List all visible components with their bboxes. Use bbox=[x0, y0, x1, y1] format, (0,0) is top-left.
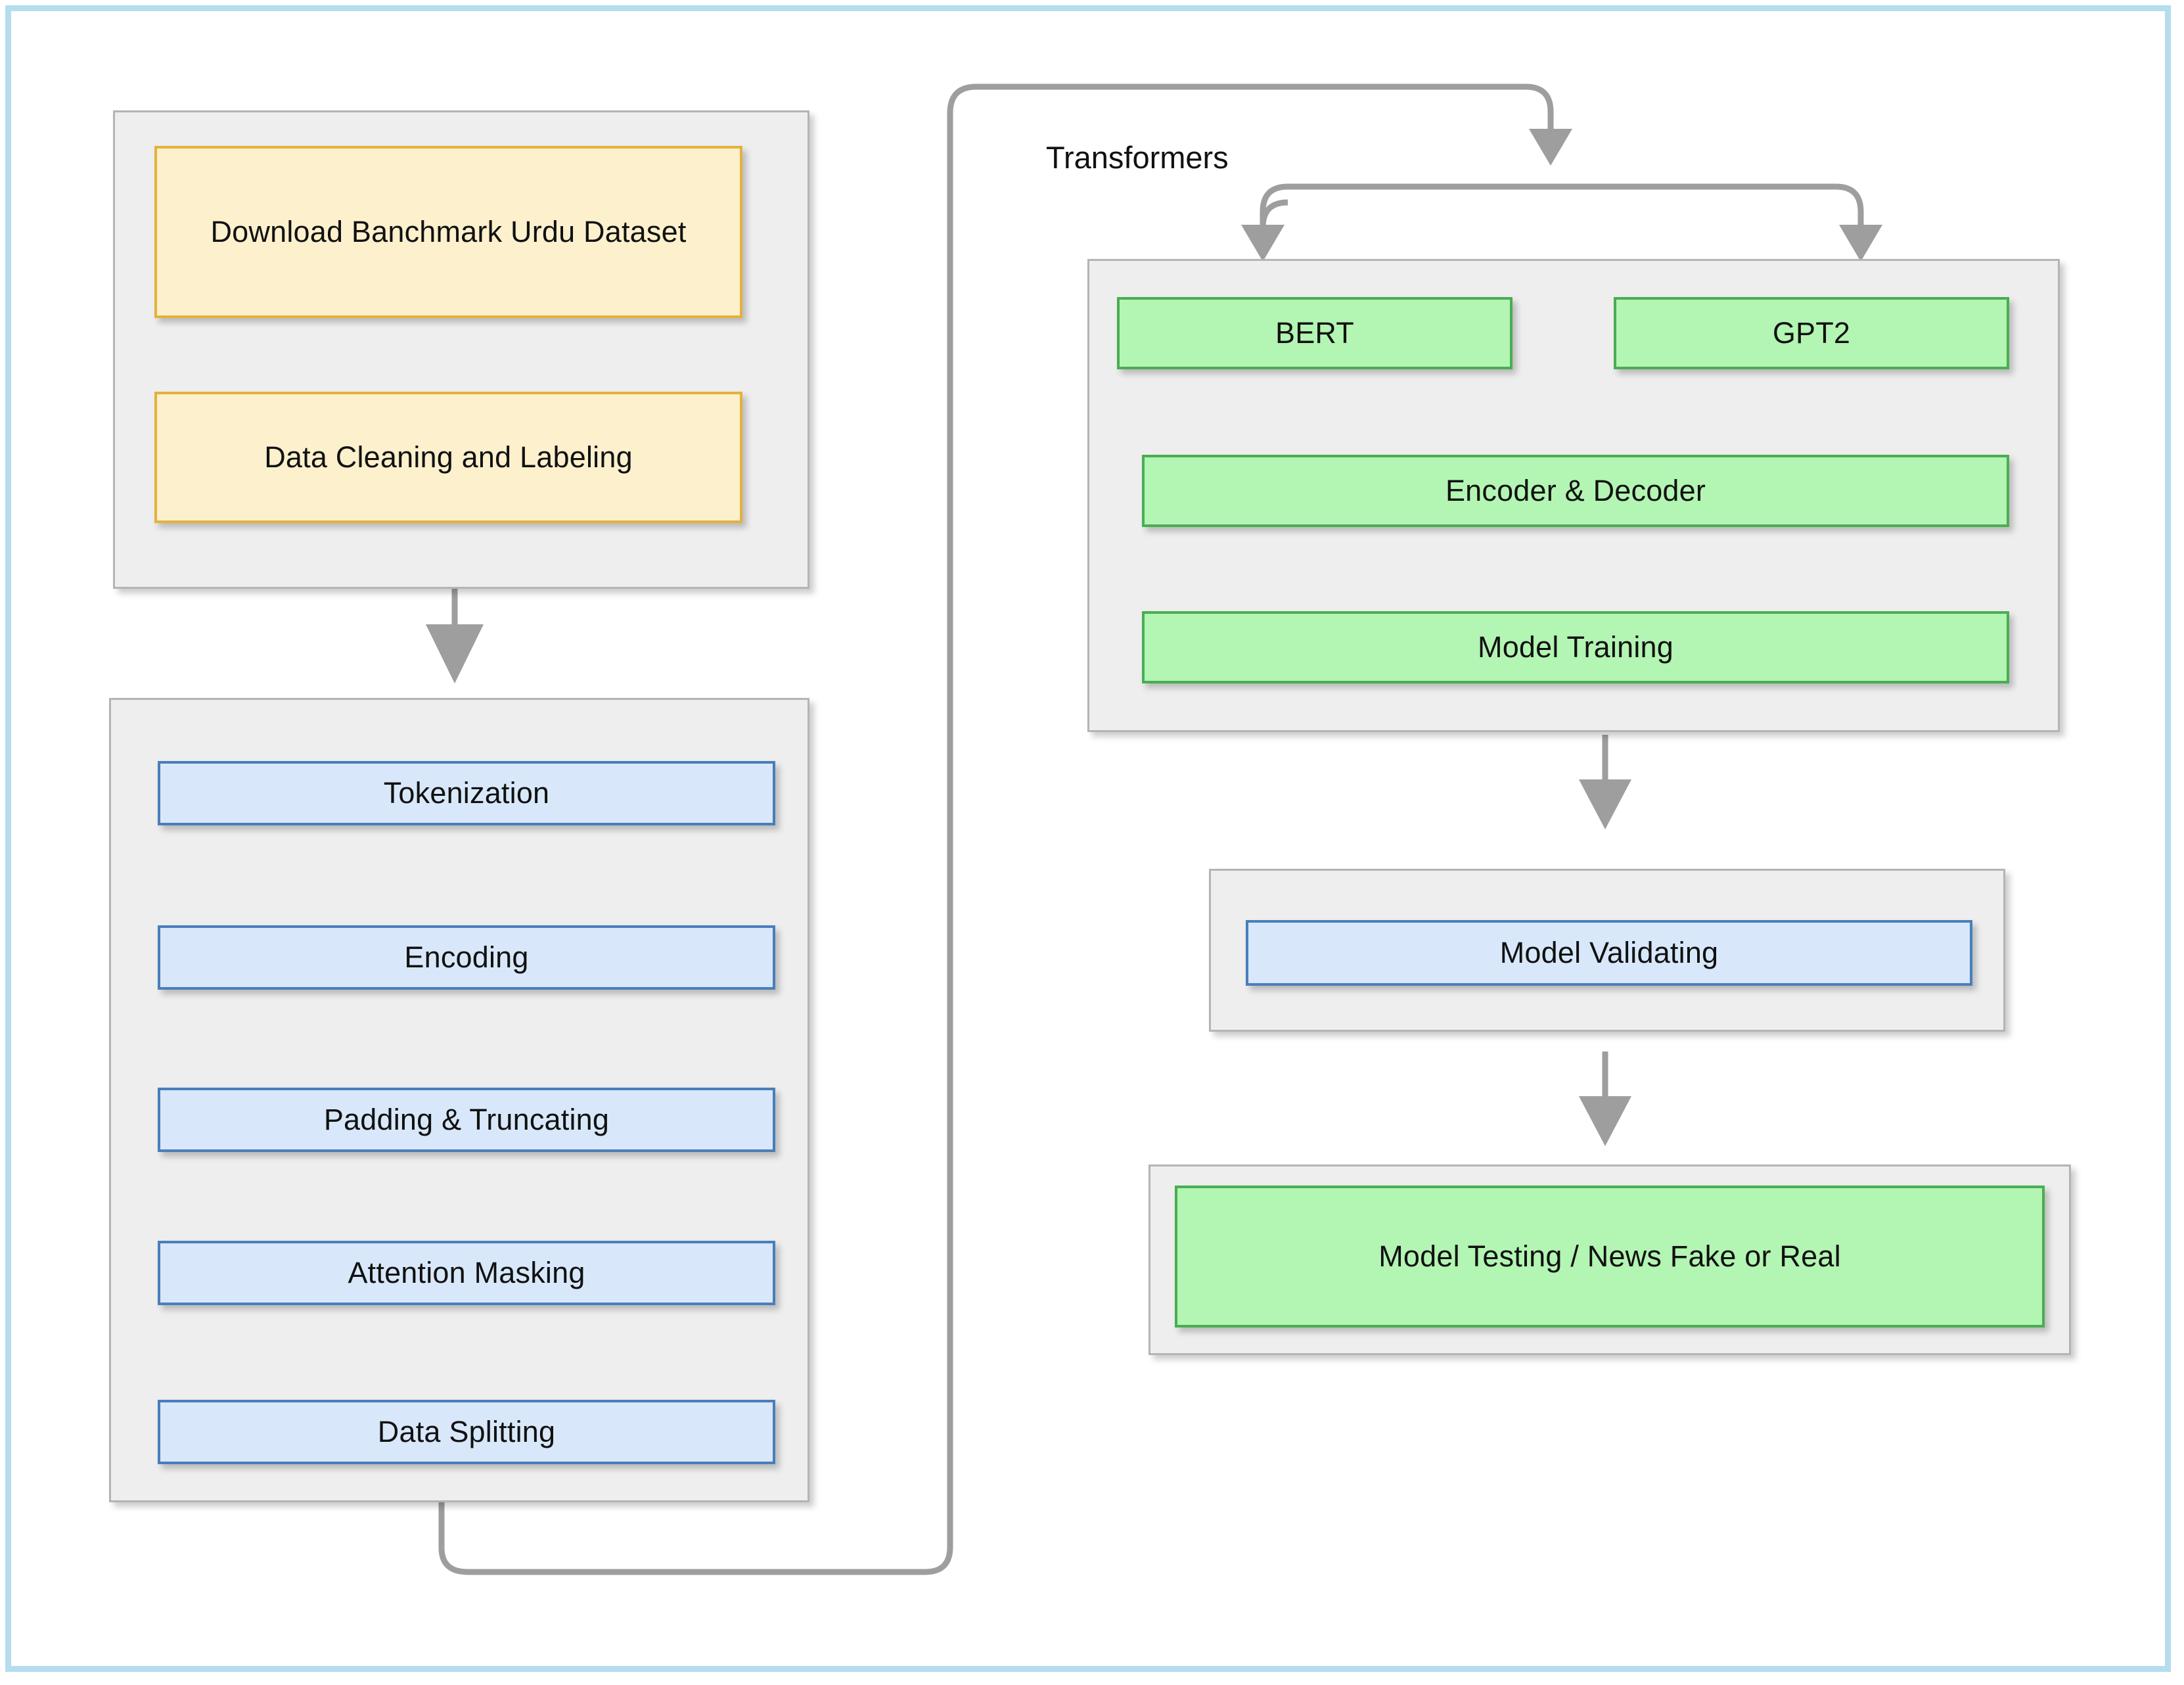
node-label: Padding & Truncating bbox=[323, 1103, 610, 1137]
node-encoding[interactable]: Encoding bbox=[158, 925, 775, 990]
node-label: Data Splitting bbox=[377, 1415, 556, 1449]
node-model-validating[interactable]: Model Validating bbox=[1246, 920, 1972, 986]
transformers-label-text: Transformers bbox=[1046, 140, 1229, 175]
node-label: Encoder & Decoder bbox=[1445, 474, 1706, 508]
node-padding-truncating[interactable]: Padding & Truncating bbox=[158, 1088, 775, 1152]
node-label: Tokenization bbox=[383, 776, 550, 810]
node-download-dataset[interactable]: Download Banchmark Urdu Dataset bbox=[154, 146, 742, 318]
node-model-testing[interactable]: Model Testing / News Fake or Real bbox=[1175, 1186, 2045, 1327]
node-data-splitting[interactable]: Data Splitting bbox=[158, 1400, 775, 1464]
node-label: Model Training bbox=[1478, 630, 1673, 664]
node-attention-masking[interactable]: Attention Masking bbox=[158, 1241, 775, 1305]
node-label: Model Validating bbox=[1499, 936, 1719, 970]
node-model-training[interactable]: Model Training bbox=[1142, 611, 2009, 683]
node-tokenization[interactable]: Tokenization bbox=[158, 761, 775, 825]
node-label: GPT2 bbox=[1772, 316, 1851, 350]
transformers-group-label: Transformers bbox=[1046, 139, 1229, 175]
node-label: Data Cleaning and Labeling bbox=[264, 440, 633, 474]
node-encoder-decoder[interactable]: Encoder & Decoder bbox=[1142, 455, 2009, 527]
node-bert[interactable]: BERT bbox=[1117, 297, 1513, 369]
node-label: Attention Masking bbox=[348, 1256, 585, 1290]
node-label: BERT bbox=[1275, 316, 1354, 350]
node-label: Encoding bbox=[404, 940, 529, 975]
node-data-cleaning[interactable]: Data Cleaning and Labeling bbox=[154, 392, 742, 523]
node-label: Download Banchmark Urdu Dataset bbox=[210, 215, 687, 249]
node-gpt2[interactable]: GPT2 bbox=[1614, 297, 2009, 369]
node-label: Model Testing / News Fake or Real bbox=[1378, 1239, 1841, 1274]
